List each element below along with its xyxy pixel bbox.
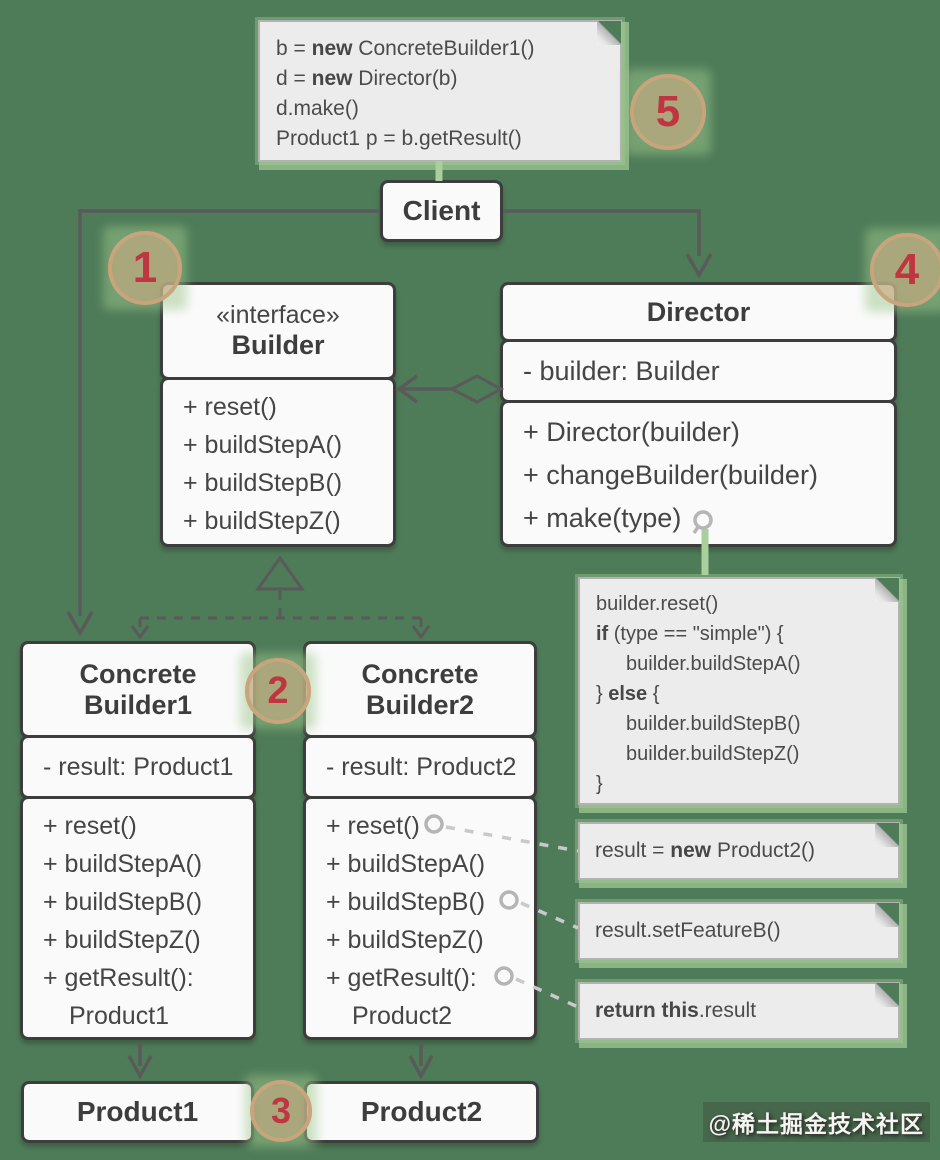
return-code-note: return this.result — [578, 982, 900, 1040]
arrow-down-icon — [66, 611, 94, 637]
code-line: builder.buildStepB() — [626, 713, 801, 735]
method-row: + reset() — [43, 812, 137, 840]
code-line: if (type == "simple") { — [596, 623, 784, 645]
cb2-title-line2: Builder2 — [365, 689, 475, 720]
concrete-builder1-class: Concrete Builder1 - result: Product1 + r… — [20, 641, 256, 1040]
builder-stereotype: «interface» — [216, 301, 340, 329]
code-line: b = new ConcreteBuilder1() — [276, 37, 535, 60]
product1-title: Product1 — [76, 1096, 199, 1127]
inheritance-triangle-icon — [255, 555, 305, 591]
cb1-title-line1: Concrete — [79, 658, 197, 689]
method-row: + reset() — [183, 393, 277, 421]
method-row: + buildStepA() — [43, 850, 203, 878]
client-title: Client — [402, 195, 481, 226]
badge-4: 4 — [870, 233, 940, 307]
method-row: + buildStepA() — [183, 431, 343, 459]
attribute-row: - result: Product1 — [43, 752, 234, 781]
code-line: Product1 p = b.getResult() — [276, 127, 522, 150]
code-line: d.make() — [276, 97, 359, 120]
cb1-title-line2: Builder1 — [83, 689, 193, 720]
note-dogear-icon — [875, 983, 899, 1007]
note-dogear-icon — [597, 21, 621, 45]
arrow-down-icon — [685, 253, 713, 279]
method-row: + buildStepZ() — [326, 926, 484, 954]
director-title: Director — [646, 296, 751, 327]
note-dogear-icon — [875, 578, 899, 602]
concrete-builder2-class: Concrete Builder2 - result: Product2 + r… — [303, 641, 537, 1040]
code-line: } — [596, 773, 603, 795]
product1-class: Product1 — [21, 1081, 254, 1143]
arrow-down-icon — [411, 625, 431, 640]
client-class: Client — [380, 180, 503, 242]
client-to-director-line — [503, 209, 701, 256]
attribute-row: - builder: Builder — [523, 355, 720, 386]
method-row: + buildStepB() — [43, 888, 203, 916]
watermark: @稀土掘金技术社区 — [702, 1102, 930, 1142]
director-class: Director - builder: Builder + Director(b… — [500, 282, 897, 547]
method-row: + buildStepB() — [326, 888, 486, 916]
reset-code-note: result = new Product2() — [578, 822, 900, 880]
method-row: + getResult(): — [326, 964, 477, 992]
badge-1: 1 — [108, 231, 182, 305]
method-row-continuation: Product2 — [352, 1002, 453, 1030]
client-code-note: b = new ConcreteBuilder1() d = new Direc… — [258, 20, 622, 162]
builder-interface-class: «interface» Builder + reset() + buildSte… — [160, 282, 396, 547]
arrow-left-icon — [396, 374, 419, 404]
product2-class: Product2 — [304, 1081, 539, 1143]
code-line: result.setFeatureB() — [595, 919, 781, 942]
attribute-row: - result: Product2 — [326, 752, 517, 781]
code-line: builder.reset() — [596, 593, 719, 615]
note-dogear-icon — [875, 903, 899, 927]
method-row-continuation: Product1 — [69, 1002, 170, 1030]
method-row: + getResult(): — [43, 964, 194, 992]
code-line: } else { — [596, 683, 660, 705]
method-row: + make(type) — [523, 503, 682, 533]
badge-2: 2 — [245, 658, 311, 724]
make-code-note: builder.reset() if (type == "simple") { … — [578, 577, 900, 805]
code-line: return this.result — [595, 999, 757, 1022]
method-row: + buildStepA() — [326, 850, 486, 878]
badge-5: 5 — [630, 74, 706, 150]
method-row: + buildStepB() — [183, 469, 343, 497]
method-row: + Director(builder) — [523, 417, 740, 447]
method-row: + buildStepZ() — [183, 507, 341, 535]
product2-title: Product2 — [360, 1096, 483, 1127]
method-row: + buildStepZ() — [43, 926, 201, 954]
cb2-title-line1: Concrete — [361, 658, 479, 689]
method-row: + changeBuilder(builder) — [523, 460, 818, 490]
code-line: builder.buildStepZ() — [626, 743, 800, 765]
arrow-down-icon — [408, 1055, 434, 1080]
badge-3: 3 — [250, 1080, 312, 1142]
method-row: + reset() — [326, 812, 420, 840]
code-line: result = new Product2() — [595, 839, 816, 862]
arrow-down-icon — [127, 1055, 153, 1080]
builder-title: Builder — [231, 330, 325, 360]
arrow-down-icon — [130, 625, 150, 640]
code-line: builder.buildStepA() — [626, 653, 801, 675]
set-feature-code-note: result.setFeatureB() — [578, 902, 900, 960]
note-dogear-icon — [875, 823, 899, 847]
code-line: d = new Director(b) — [276, 67, 458, 90]
aggregation-diamond-icon — [448, 374, 505, 404]
